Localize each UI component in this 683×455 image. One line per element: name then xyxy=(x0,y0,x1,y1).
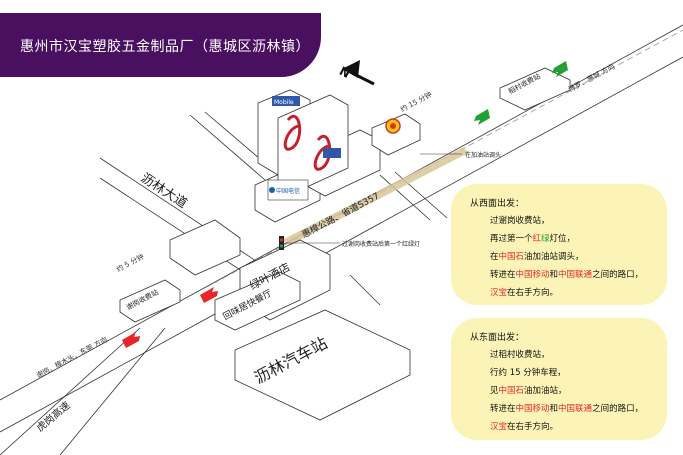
direction-xiegang-label: 谢岗、樟木头、东莞 方向 xyxy=(35,335,109,380)
drive-time-west: 约 5 分钟 xyxy=(115,252,146,274)
directions-east-title: 从东面出发： xyxy=(470,333,525,343)
expressway-label: 虎岗高速 xyxy=(34,399,73,435)
directions-east-box xyxy=(451,318,667,440)
gas-station-icon xyxy=(371,113,421,156)
directions-west-line-1: 过谢岗收费站， xyxy=(490,216,550,226)
compass-label: N xyxy=(337,64,352,81)
directions-west-box xyxy=(451,184,667,305)
factory-logo-marks xyxy=(283,115,332,171)
mobile-building-sign xyxy=(323,148,341,158)
page-title: 惠州市汉宝塑胶五金制品厂（惠城区沥林镇） xyxy=(20,39,310,55)
directions-east-line-3: 见中国石油加油站， xyxy=(490,386,567,396)
route-path xyxy=(282,148,470,245)
directions-east-line-1: 过稻村收费站， xyxy=(490,350,550,360)
lilin-avenue-label: 沥林大道 xyxy=(138,171,190,212)
directions-west-title: 从西面出发： xyxy=(470,199,525,209)
mobile-shop-text: Mobile xyxy=(274,99,294,106)
drive-time-east: 约 15 分钟 xyxy=(399,90,434,114)
directions-east-line-2: 行约 15 分钟车程， xyxy=(490,368,566,378)
first-light-label: 过谢岗收费站后第一个红绿灯 xyxy=(342,240,420,248)
directions-east-line-5: 汉宝在右手方向。 xyxy=(490,422,559,432)
building-blocks xyxy=(119,67,571,421)
expressway xyxy=(0,327,166,455)
mobile-shop-sign xyxy=(272,96,300,106)
direction-boluo-label: 博罗、惠城 方向 xyxy=(567,62,616,94)
directions-west-line-4: 转进在中国移动和中国联通之间的路口， xyxy=(490,270,644,280)
traffic-light-icon xyxy=(279,236,284,250)
gas-station-uturn-label: 在加油站调头 xyxy=(465,151,501,159)
compass: N xyxy=(337,60,375,86)
telecom-label: 中国电信 xyxy=(276,187,300,195)
directions-east-line-4: 转进在中国移动和中国联通之间的路口， xyxy=(490,404,644,414)
directions-west-line-5: 汉宝在右手方向。 xyxy=(490,288,559,298)
directions-west-line-3: 在中国石油加油站调头， xyxy=(490,252,584,262)
title-banner xyxy=(0,13,321,77)
directions-west-line-2: 再过第一个红绿灯位， xyxy=(490,234,576,244)
telecom-block: 中国电信 xyxy=(267,179,309,201)
